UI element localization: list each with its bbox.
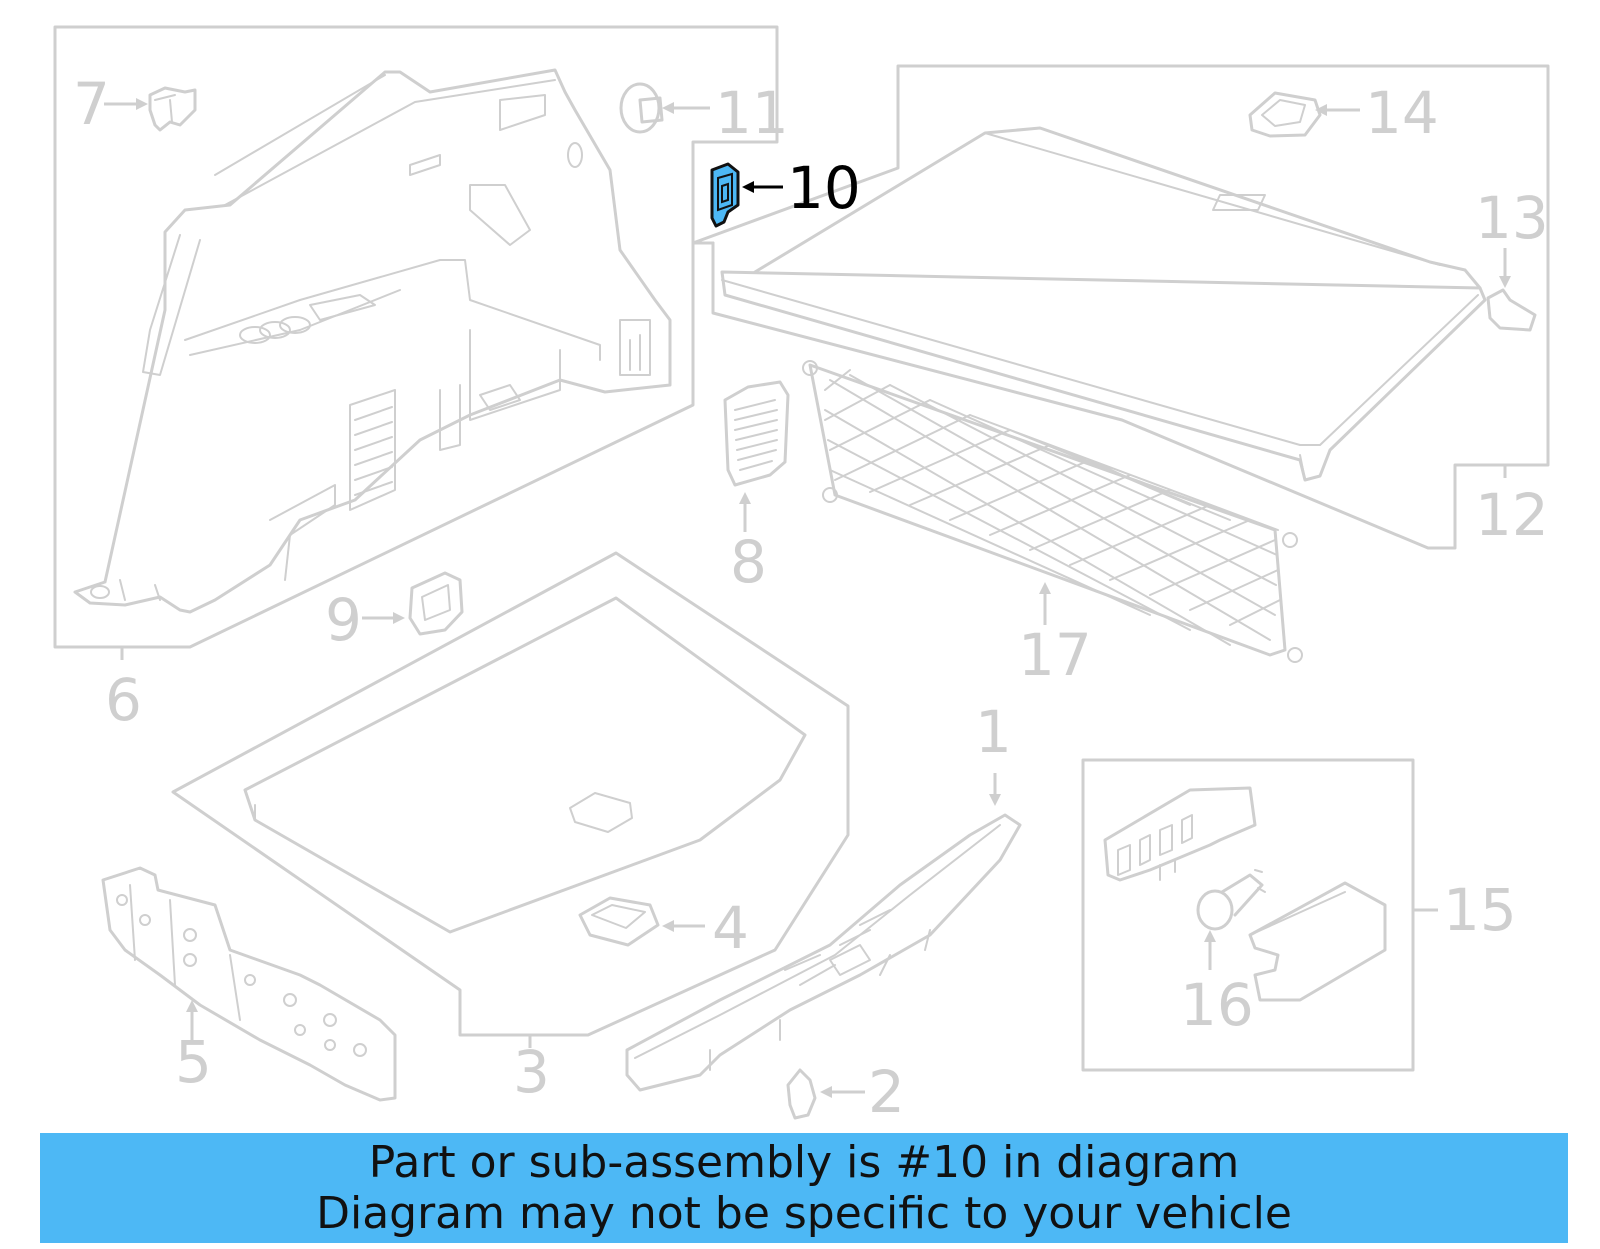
info-banner: Part or sub-assembly is #10 in diagram D… xyxy=(40,1133,1568,1243)
callout-14: 14 xyxy=(1365,79,1439,147)
callout-4: 4 xyxy=(712,894,749,962)
clip-part-7 xyxy=(148,86,197,132)
callout-8: 8 xyxy=(730,528,767,596)
callout-13: 13 xyxy=(1475,184,1549,252)
banner-line-1: Part or sub-assembly is #10 in diagram xyxy=(368,1137,1240,1188)
callout-7: 7 xyxy=(73,70,110,138)
group-box-3 xyxy=(171,551,850,1037)
callout-2: 2 xyxy=(868,1058,905,1126)
load-floor xyxy=(243,596,807,934)
callout-10: 10 xyxy=(787,154,861,222)
callout-5: 5 xyxy=(175,1028,212,1096)
callout-15: 15 xyxy=(1443,876,1517,944)
callout-3: 3 xyxy=(513,1038,550,1106)
lamp-housing xyxy=(1103,786,1257,882)
callout-12: 12 xyxy=(1475,481,1549,549)
banner-line-2: Diagram may not be specific to your vehi… xyxy=(316,1188,1292,1239)
cover-part-4 xyxy=(578,896,660,947)
callout-11: 11 xyxy=(715,79,789,147)
callout-9: 9 xyxy=(325,586,362,654)
bulb-part-16 xyxy=(1196,869,1266,931)
highlighted-part-10 xyxy=(710,162,740,228)
quarter-trim-panel xyxy=(73,68,672,614)
callout-17: 17 xyxy=(1018,621,1092,689)
clip-part-2 xyxy=(786,1068,817,1120)
leader-arrows xyxy=(104,98,1511,1098)
callout-16: 16 xyxy=(1180,971,1254,1039)
callout-6: 6 xyxy=(105,666,142,734)
group-box-15 xyxy=(1081,758,1415,1072)
callout-1: 1 xyxy=(975,698,1012,766)
sill-plate-part-1 xyxy=(625,813,1022,1092)
vent-part-8 xyxy=(723,380,790,487)
fastener-part-11 xyxy=(619,82,664,134)
grommet-part-9 xyxy=(408,571,464,636)
group-box-12 xyxy=(691,64,1550,550)
lamp-part-15 xyxy=(1248,881,1387,1002)
clip-part-13 xyxy=(1486,288,1537,332)
cargo-cover xyxy=(720,126,1487,482)
bracket-part-5 xyxy=(101,866,397,1102)
cargo-net-part-17 xyxy=(802,360,1303,663)
grommet-part-14 xyxy=(1248,91,1322,138)
